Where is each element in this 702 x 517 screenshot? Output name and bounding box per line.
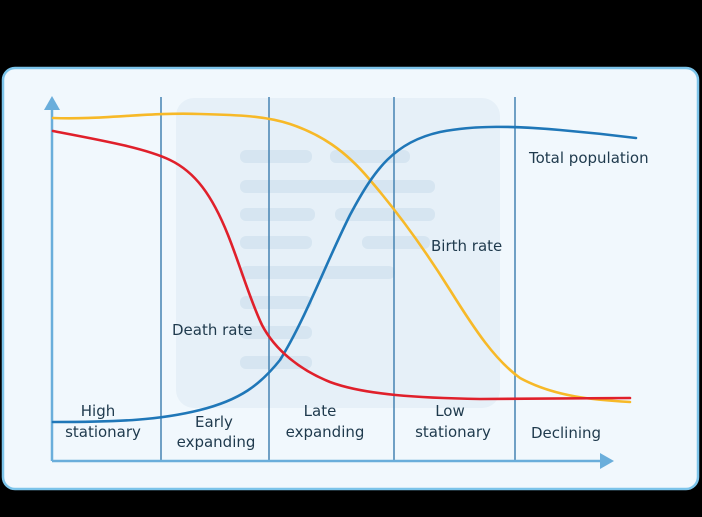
total-population-label: Total population bbox=[528, 149, 649, 167]
stage-label-line1: Low bbox=[435, 402, 465, 420]
stage-label-line2: expanding bbox=[177, 433, 256, 451]
stage-label-line1: Late bbox=[304, 402, 337, 420]
stage-label-line2: expanding bbox=[286, 423, 365, 441]
birth-rate-label: Birth rate bbox=[431, 237, 502, 255]
stage-label-line2: stationary bbox=[65, 423, 141, 441]
stage-label-line2: stationary bbox=[415, 423, 491, 441]
death-rate-curve bbox=[51, 129, 632, 401]
stage-dividers bbox=[160, 97, 516, 461]
stage-label-line1: High bbox=[81, 402, 115, 420]
stage-labels: High stationary Early expanding Late exp… bbox=[65, 402, 601, 451]
arrow-right-icon bbox=[600, 453, 614, 469]
stage-label-line1: Declining bbox=[531, 424, 601, 442]
stage-label-line1: Early bbox=[195, 413, 233, 431]
arrow-up-icon bbox=[44, 96, 60, 110]
document-icon bbox=[176, 98, 500, 408]
death-rate-label: Death rate bbox=[172, 321, 253, 339]
total-population-curve bbox=[51, 125, 638, 424]
